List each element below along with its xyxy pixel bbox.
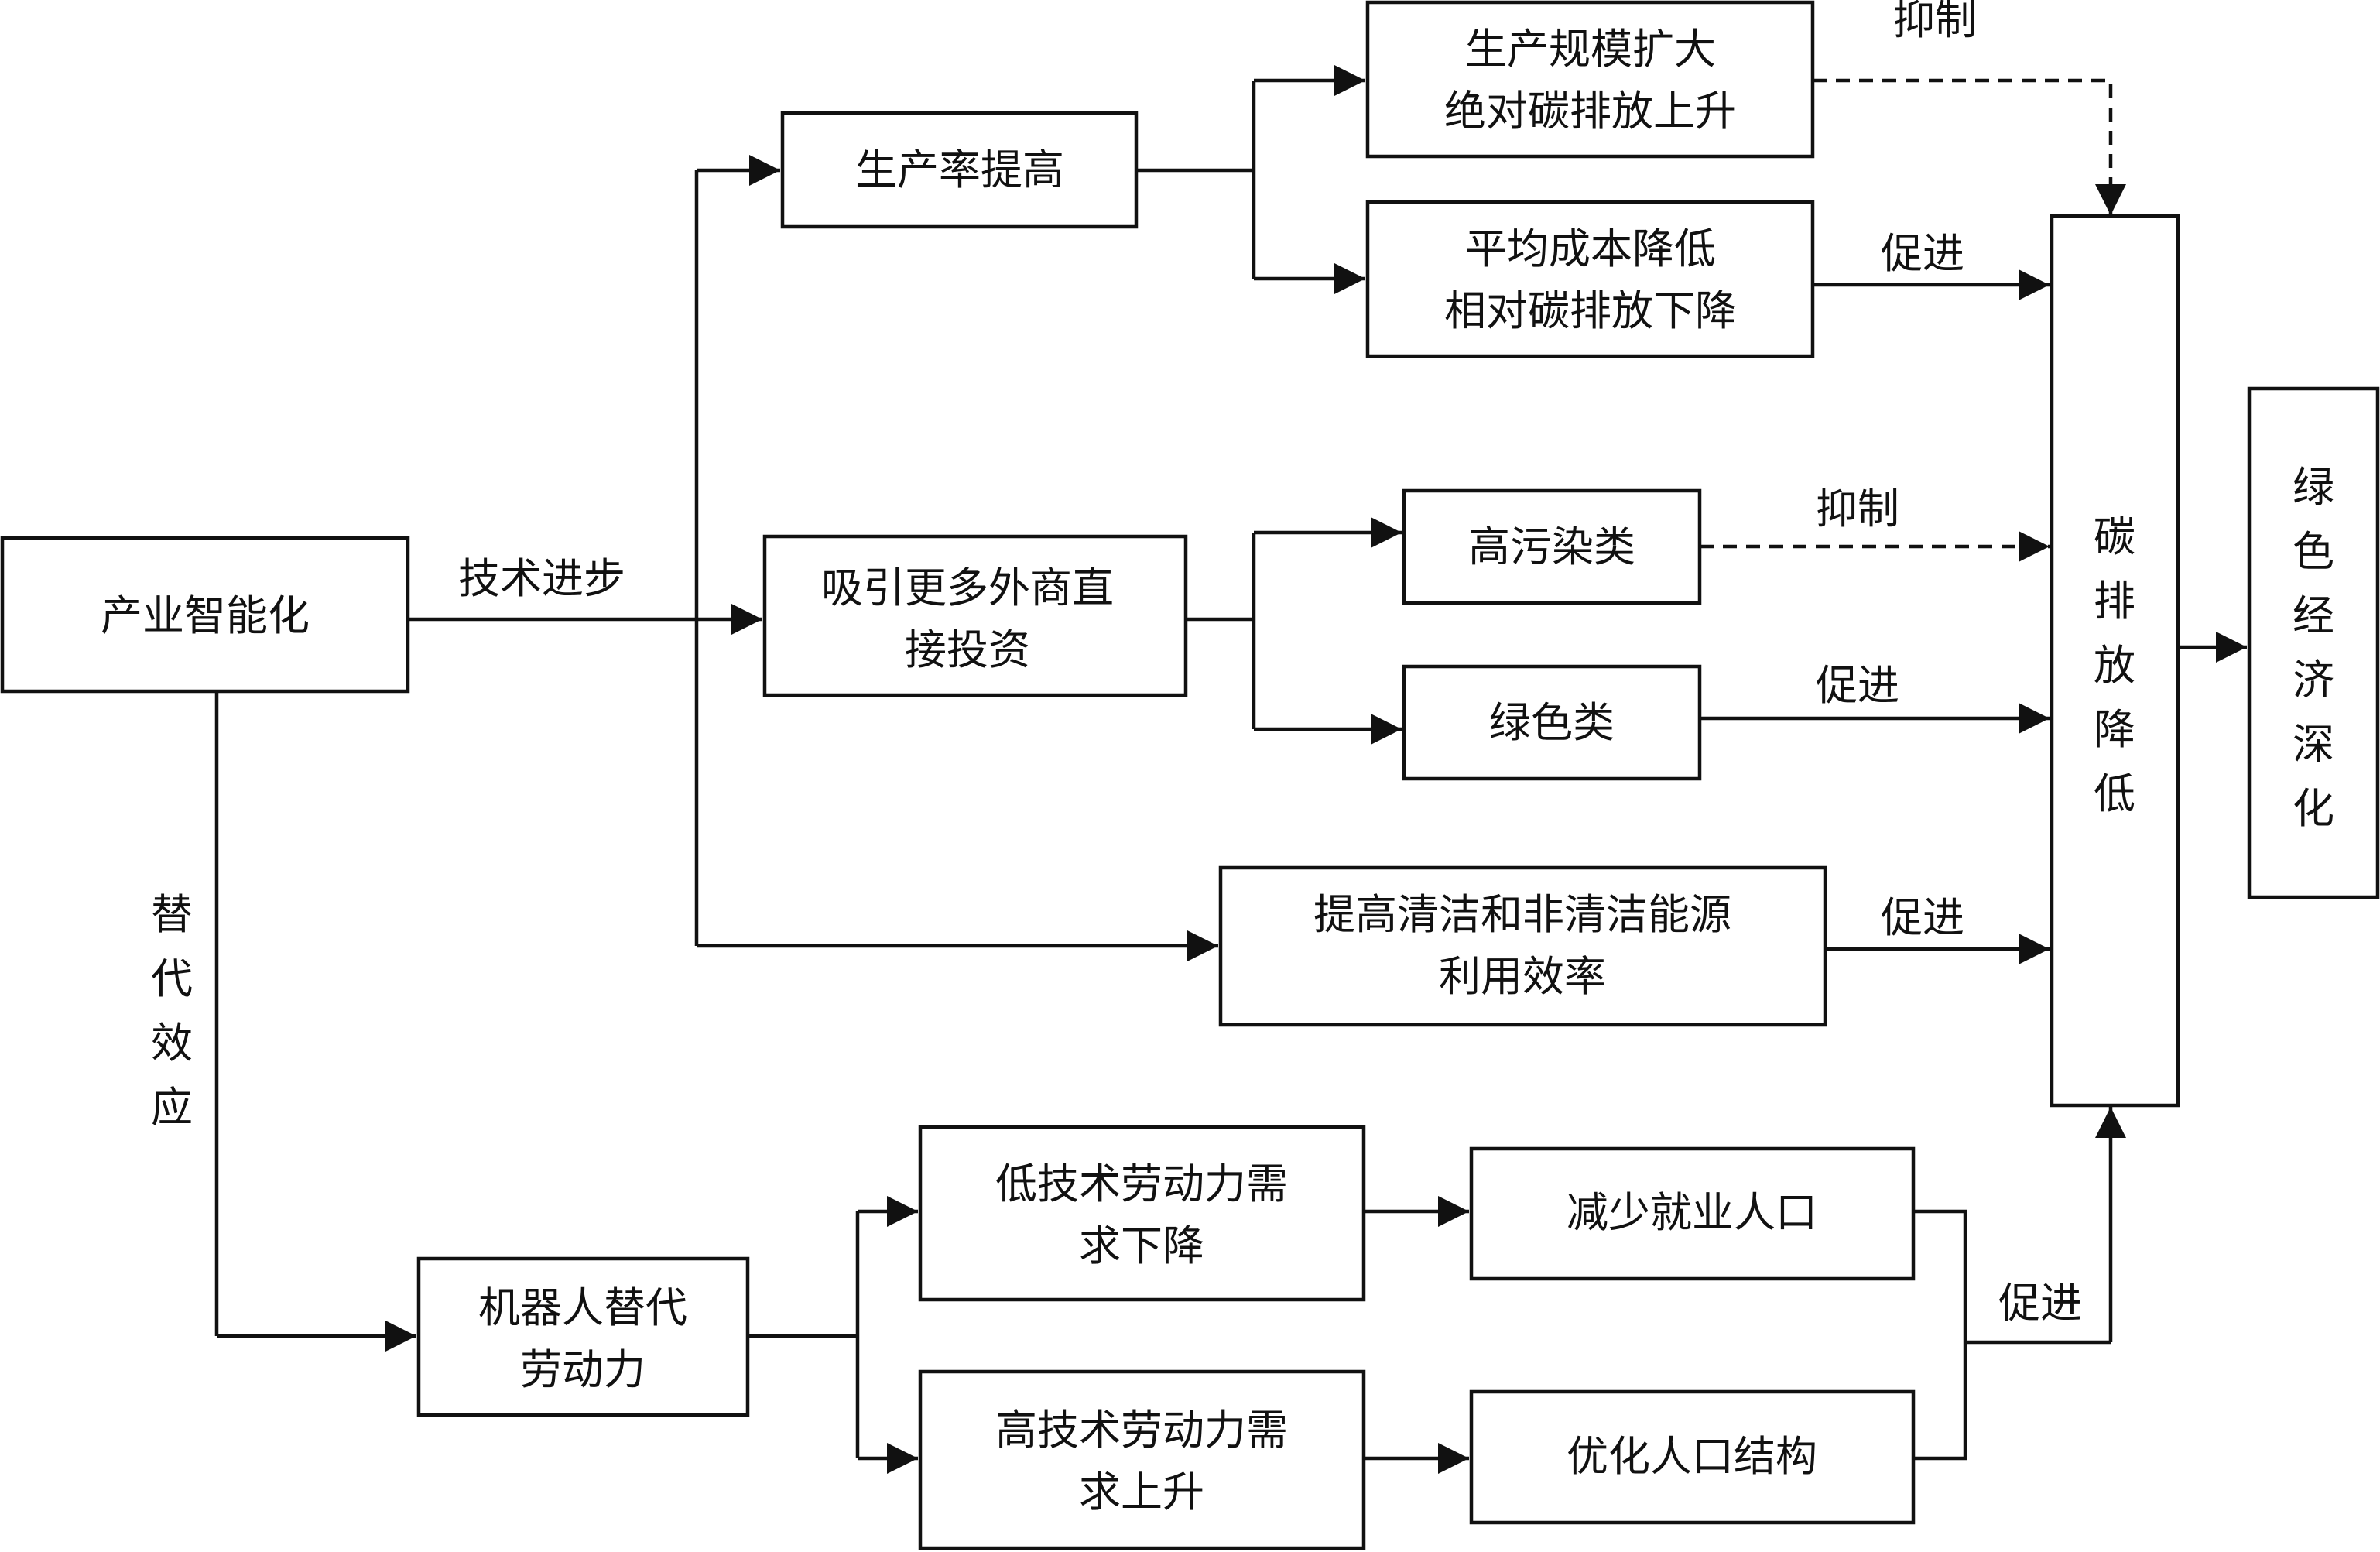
node-carbon-reduction: 碳 排 放 降 低	[2050, 214, 2180, 1108]
label-substitution-char: 应	[151, 1083, 193, 1132]
node-energy-efficiency-line1: 提高清洁和非清洁能源	[1313, 890, 1731, 939]
node-attract-fdi-line1: 吸引更多外商直	[821, 564, 1114, 612]
label-substitution-effect: 替 代 效 应	[151, 890, 193, 1132]
node-robot-substitution: 机器人替代 劳动力	[416, 1256, 750, 1417]
node-robot-substitution-line1: 机器人替代	[478, 1283, 687, 1332]
label-substitution-char: 替	[151, 890, 193, 939]
node-green-economy-char: 深	[2293, 720, 2334, 769]
label-tech-progress: 技术进步	[458, 554, 625, 603]
node-attract-fdi: 吸引更多外商直 接投资	[762, 534, 1188, 697]
edge-fdi-split	[1186, 533, 1256, 729]
node-carbon-reduction-char: 降	[2094, 705, 2135, 754]
node-green-economy-char: 经	[2293, 591, 2334, 640]
node-green-type: 绿色类	[1402, 664, 1702, 781]
node-scale-expansion-line1: 生产规模扩大	[1465, 25, 1716, 74]
node-carbon-reduction-char: 放	[2094, 641, 2135, 690]
label-inhibit-scale: 抑制	[1893, 0, 1977, 44]
label-promote-energy: 促进	[1881, 893, 1964, 942]
node-low-skill-demand-line2: 求下降	[1079, 1221, 1204, 1270]
node-productivity-increase-text: 生产率提高	[855, 146, 1064, 194]
node-green-economy-char: 化	[2293, 784, 2334, 833]
node-green-economy: 绿 色 经 济 深 化	[2247, 386, 2380, 899]
node-energy-efficiency: 提高清洁和非清洁能源 利用效率	[1218, 865, 1827, 1027]
node-carbon-reduction-char: 排	[2094, 577, 2135, 625]
node-green-type-text: 绿色类	[1489, 698, 1615, 747]
node-high-skill-demand: 高技术劳动力需 求上升	[918, 1369, 1366, 1550]
label-inhibit-pollution: 抑制	[1816, 485, 1899, 533]
node-industrial-intelligence: 产业智能化	[0, 536, 410, 694]
label-promote-cost: 促进	[1881, 229, 1964, 278]
node-low-skill-demand: 低技术劳动力需 求下降	[918, 1125, 1366, 1302]
node-high-skill-demand-line1: 高技术劳动力需	[995, 1406, 1288, 1454]
node-energy-efficiency-line2: 利用效率	[1439, 952, 1606, 1001]
node-low-skill-demand-line1: 低技术劳动力需	[995, 1160, 1288, 1208]
node-optimize-population-text: 优化人口结构	[1567, 1432, 1817, 1481]
edge-labor-merge	[1913, 1209, 2111, 1461]
label-substitution-char: 效	[151, 1019, 193, 1067]
edge-labels: 技术进步 抑制 促进 抑制 促进 促进 促进 替 代 效 应	[151, 0, 2082, 1328]
node-productivity-increase: 生产率提高	[780, 111, 1139, 229]
node-reduce-employment-text: 减少就业人口	[1567, 1188, 1817, 1237]
node-high-pollution: 高污染类	[1402, 488, 1702, 605]
node-attract-fdi-line2: 接投资	[905, 625, 1030, 674]
node-high-pollution-text: 高污染类	[1468, 522, 1635, 571]
node-green-economy-char: 色	[2293, 527, 2334, 576]
node-carbon-reduction-char: 碳	[2094, 512, 2135, 561]
label-promote-green: 促进	[1816, 661, 1899, 710]
label-promote-labor: 促进	[1998, 1279, 2082, 1328]
node-carbon-reduction-char: 低	[2094, 769, 2135, 818]
node-green-economy-char: 绿	[2293, 463, 2334, 512]
node-high-skill-demand-line2: 求上升	[1079, 1468, 1204, 1516]
edges	[214, 65, 2247, 1474]
label-substitution-char: 代	[151, 954, 193, 1003]
edge-robot-split	[748, 1211, 860, 1458]
node-green-economy-char: 济	[2293, 656, 2334, 704]
edge-scale-inhibit-carbon	[1813, 78, 2126, 215]
node-robot-substitution-line2: 劳动力	[520, 1345, 646, 1394]
node-industrial-intelligence-text: 产业智能化	[101, 591, 310, 640]
node-scale-expansion: 生产规模扩大 绝对碳排放上升	[1365, 0, 1815, 159]
node-cost-reduction: 平均成本降低 相对碳排放下降	[1365, 200, 1815, 358]
node-scale-expansion-line2: 绝对碳排放上升	[1444, 87, 1737, 135]
node-reduce-employment: 减少就业人口	[1469, 1146, 1916, 1281]
node-optimize-population: 优化人口结构	[1469, 1389, 1916, 1525]
node-cost-reduction-line2: 相对碳排放下降	[1444, 286, 1737, 335]
edge-productivity-split	[1136, 81, 1256, 279]
node-cost-reduction-line1: 平均成本降低	[1465, 224, 1716, 273]
